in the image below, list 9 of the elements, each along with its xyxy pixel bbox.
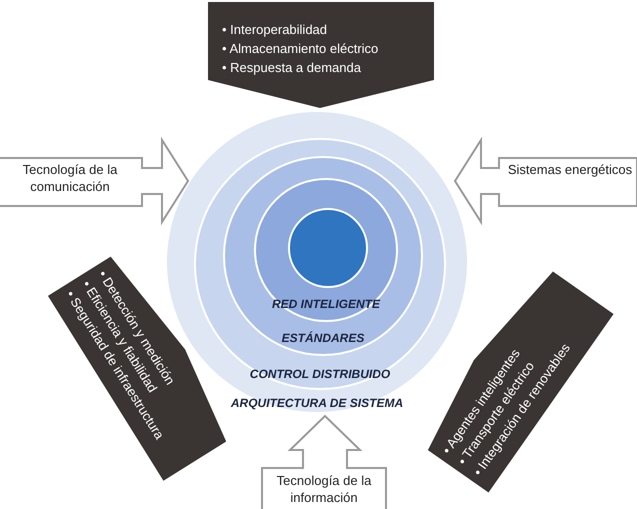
arrow-label: Sistemas energéticos — [506, 161, 634, 178]
ring-label: ESTÁNDARES — [282, 331, 364, 345]
arrow-label: Tecnología de la comunicación — [22, 161, 118, 195]
bullet-item: • Respuesta a demanda — [222, 59, 362, 77]
ring-label: ARQUITECTURA DE SISTEMA — [230, 396, 404, 410]
arrow-label: Tecnología de la información — [276, 472, 372, 506]
bullet-item: • Interoperabilidad — [222, 21, 328, 39]
ring-label: CONTROL DISTRIBUIDO — [250, 367, 390, 381]
bullet-item: • Almacenamiento eléctrico — [222, 40, 378, 58]
